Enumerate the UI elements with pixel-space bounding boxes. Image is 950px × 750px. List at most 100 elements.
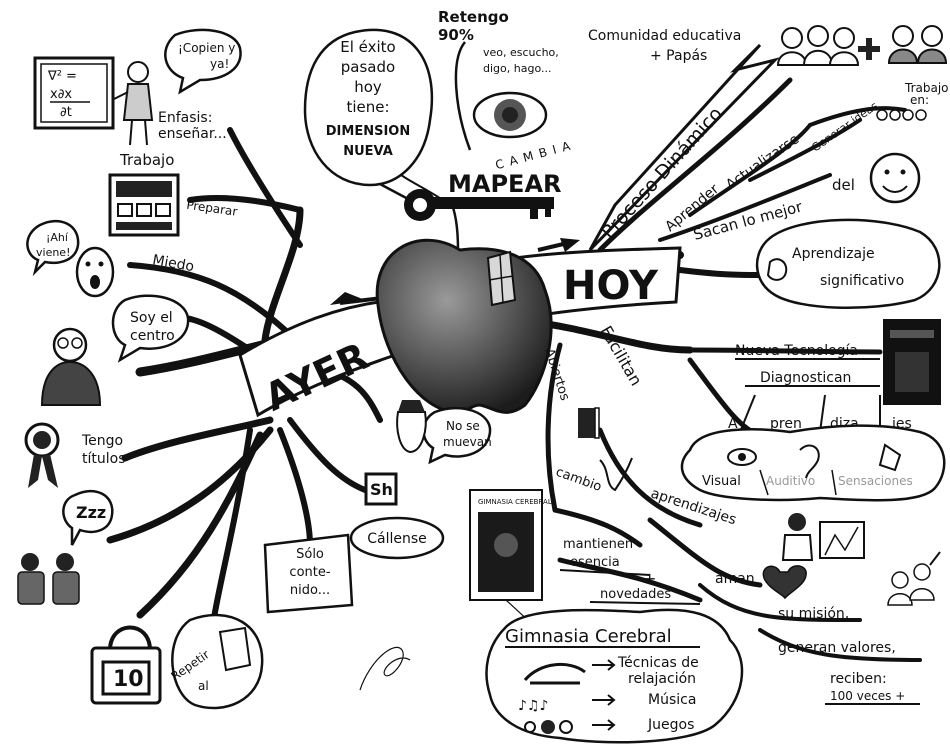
child-drawing-icon bbox=[781, 513, 865, 561]
su-mision-label: su misión, bbox=[778, 606, 849, 622]
cambia-label: CAMBIA bbox=[494, 137, 578, 172]
exito-bubble: El éxito pasado hoy tiene: DIMENSION NUE… bbox=[303, 28, 434, 202]
senses-cloud: Visual Auditivo Sensaciones bbox=[680, 424, 946, 502]
factory-icon bbox=[108, 173, 180, 237]
aman-label: aman bbox=[715, 571, 755, 587]
copien-bubble: ¡Copien y ya! bbox=[164, 28, 242, 95]
students-icon bbox=[17, 553, 80, 605]
soy-line-1: Soy el bbox=[130, 310, 173, 326]
apple-brain bbox=[375, 199, 553, 414]
gimnasia-item-2: relajación bbox=[628, 671, 696, 687]
aprendizaje-line-2: significativo bbox=[820, 273, 904, 289]
cambio-scribble-icon bbox=[599, 457, 633, 492]
smiley-face-icon bbox=[869, 152, 921, 204]
heart-icon bbox=[762, 565, 807, 600]
sensaciones-label: Sensaciones bbox=[838, 474, 913, 488]
aprendizajes-part-2: pren bbox=[770, 416, 802, 432]
exito-line-2: pasado bbox=[341, 58, 395, 76]
boss-figure-icon bbox=[40, 327, 102, 406]
repetir-bubble: Repetir al bbox=[168, 613, 264, 710]
sh-label: Sh bbox=[370, 480, 393, 499]
paper-icon bbox=[218, 626, 252, 672]
sh-sign: Sh bbox=[364, 472, 398, 506]
formula-line-2: x∂x bbox=[50, 87, 72, 102]
medal-icon bbox=[24, 422, 60, 488]
lock-ten-icon: 10 bbox=[90, 625, 162, 705]
hoy-trunk: HOY bbox=[513, 238, 682, 320]
thinking-head-icon bbox=[766, 258, 788, 281]
soy-line-2: centro bbox=[130, 328, 175, 344]
diagnostican-label: Diagnostican bbox=[760, 370, 851, 386]
callense-bubble: Cállense bbox=[349, 516, 445, 560]
comunidad-line-2: + Papás bbox=[650, 48, 707, 64]
copien-line-2: ya! bbox=[210, 57, 229, 71]
gimnasia-item-4: Juegos bbox=[647, 717, 694, 733]
no-se-muevan-bubble: No se muevan bbox=[422, 406, 492, 465]
zzz-bubble: Zzz bbox=[62, 489, 114, 546]
exito-line-4: tiene: bbox=[346, 98, 389, 116]
relax-chair-icon bbox=[523, 662, 586, 685]
ear-icon bbox=[799, 444, 820, 479]
solo-line-3: nido... bbox=[290, 583, 330, 598]
callense-label: Cállense bbox=[367, 531, 427, 547]
aprendizaje-line-1: Aprendizaje bbox=[792, 246, 875, 262]
games-icon bbox=[524, 720, 573, 734]
mapear-label: MAPEAR bbox=[448, 170, 562, 198]
generan-valores-label: generan valores, bbox=[778, 640, 896, 656]
eye-sense-icon bbox=[727, 448, 757, 466]
hand-icon bbox=[878, 443, 902, 472]
retengo-label: Retengo bbox=[438, 8, 509, 26]
community-people-icon bbox=[776, 25, 948, 66]
gimnasia-item-3: Música bbox=[648, 692, 696, 708]
book-title: GIMNASIA CEREBRAL bbox=[478, 498, 552, 506]
miedo-label: Miedo bbox=[151, 252, 195, 275]
repetir-line-2: al bbox=[198, 679, 209, 693]
trabajo-en-line-2: en: bbox=[910, 93, 929, 107]
trabajo-en-line-1: Trabajo bbox=[904, 81, 949, 95]
no-line-1: No se bbox=[446, 419, 480, 433]
zzz-label: Zzz bbox=[76, 503, 106, 522]
abiertos-label: Abiertos bbox=[541, 347, 572, 403]
tengo-line-1: Tengo bbox=[81, 433, 123, 449]
facilitan-label: Facilitan bbox=[597, 323, 646, 390]
plus-sign: + bbox=[643, 569, 656, 588]
soy-centro-bubble: Soy el centro bbox=[111, 294, 190, 363]
solo-line-2: conte- bbox=[289, 565, 330, 580]
ahi-line-2: viene! bbox=[36, 246, 70, 259]
retengo-eye: Retengo 90% veo, escucho, digo, hago... … bbox=[438, 8, 578, 172]
dimension-line-2: NUEVA bbox=[343, 144, 393, 159]
angry-face-icon bbox=[396, 400, 427, 454]
key-mapear: MAPEAR bbox=[394, 169, 562, 221]
novedades-label: novedades bbox=[600, 587, 671, 602]
ten-label: 10 bbox=[113, 667, 144, 692]
reciben-line-1: reciben: bbox=[830, 671, 887, 687]
music-notes-icon: ♪♫♪ bbox=[518, 698, 548, 714]
visual-label: Visual bbox=[702, 474, 741, 489]
enfasis-line-1: Enfasis: bbox=[158, 110, 212, 126]
del-label: del bbox=[832, 176, 855, 194]
formula-line-1: ∇² = bbox=[47, 69, 77, 84]
kids-icon bbox=[887, 551, 941, 606]
generar-ideas-label: Generar ideas bbox=[809, 99, 880, 154]
formula-line-3: ∂t bbox=[60, 105, 72, 120]
cambio-label: cambio bbox=[554, 465, 604, 495]
veo-line-2: digo, hago... bbox=[483, 62, 551, 75]
facilitan-branch: Facilitan bbox=[597, 323, 646, 390]
reciben-line-2: 100 veces + bbox=[830, 689, 905, 703]
signature-scribble bbox=[359, 646, 411, 691]
teacher-icon bbox=[127, 61, 149, 83]
nueva-tecnologia-label: Nueva Tecnología bbox=[735, 343, 858, 359]
aprendizaje-bubble: Aprendizaje significativo bbox=[755, 218, 941, 310]
retengo-percent: 90% bbox=[438, 26, 474, 44]
auditivo-label: Auditivo bbox=[766, 474, 815, 488]
exito-line-1: El éxito bbox=[340, 38, 395, 56]
copien-line-1: ¡Copien y bbox=[178, 41, 235, 55]
team-icon bbox=[876, 109, 927, 121]
gimnasia-cloud: Gimnasia Cerebral ♪♫♪ Técnicas de relaja… bbox=[485, 608, 744, 744]
comunidad-line-1: Comunidad educativa bbox=[588, 28, 741, 44]
aprendizajes-part-1: A bbox=[728, 416, 738, 432]
trabajo-label: Trabajo bbox=[119, 151, 174, 169]
teacher-blackboard: ∇² = x∂x ∂t bbox=[33, 56, 154, 146]
gimnasia-book-cover: GIMNASIA CEREBRAL bbox=[469, 489, 561, 651]
